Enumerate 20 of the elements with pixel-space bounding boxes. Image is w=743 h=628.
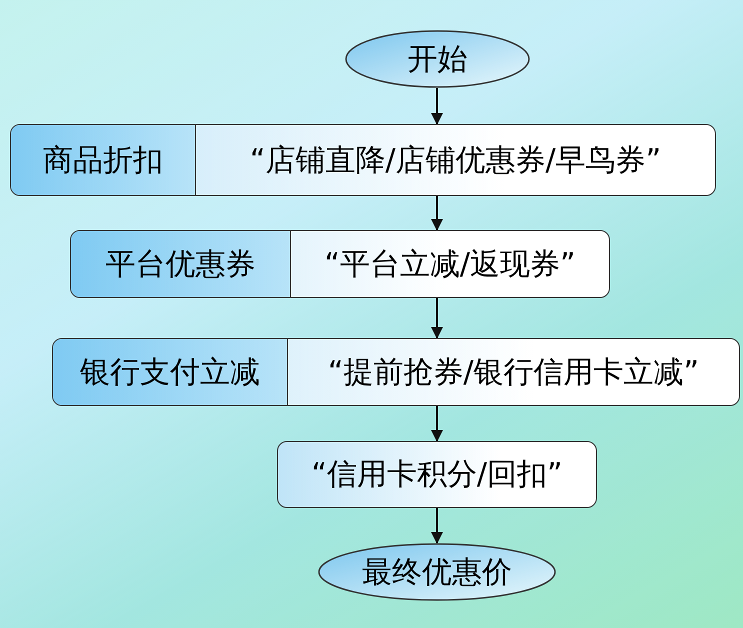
arrow [431,88,443,125]
category-row-box [70,230,610,298]
terminal-ellipse [345,30,530,88]
process-box [277,441,597,508]
node-text: “提前抢券/银行信用卡立减” [328,354,700,392]
node-text: “平台立减/返现券” [324,246,576,284]
node-text: “店铺直降/店铺优惠券/早鸟券” [250,142,662,180]
arrow [431,508,443,544]
node-text: “信用卡积分/回扣” [311,456,563,494]
category-row-box [52,338,740,406]
category-label: 银行支付立减 [53,339,288,405]
node-text: 开始 [408,40,468,78]
arrow [431,298,443,339]
arrow [431,406,443,442]
arrow [431,196,443,231]
terminal-ellipse [318,543,556,601]
node-text: 最终优惠价 [362,554,512,592]
category-label: 平台优惠券 [71,231,291,297]
category-row-box [10,124,716,196]
category-label: 商品折扣 [11,125,196,195]
